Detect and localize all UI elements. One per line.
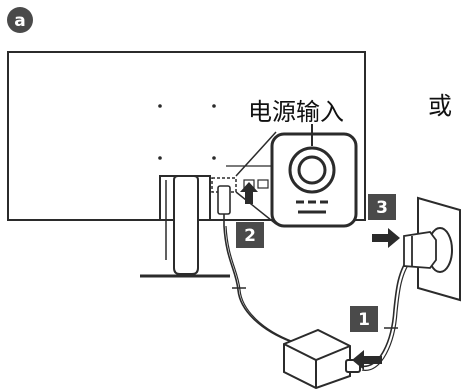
monitor-stand [140,175,230,278]
step-1-text: 1 [358,310,370,330]
step-badge-3: 3 [368,194,396,220]
dc-cable [223,225,293,343]
callout-label: 电源输入 [248,98,344,126]
wall-plug [403,231,437,269]
figure-label-text: a [14,11,25,31]
step-2-text: 2 [244,226,256,246]
arrow-up-icon [240,182,258,204]
step-3-text: 3 [376,198,388,218]
monitor-plug [217,185,231,226]
or-label: 或 [428,92,452,120]
power-input-callout: 电源输入 [235,98,358,228]
power-adapter [283,328,361,389]
power-port-icon [288,146,336,214]
arrow-right-icon [352,350,382,370]
step-badge-2: 2 [236,222,264,248]
arrow-right-icon [372,228,400,248]
ac-cord [359,255,411,368]
figure-label-badge: a [7,7,33,33]
step-badge-1: 1 [350,306,378,332]
